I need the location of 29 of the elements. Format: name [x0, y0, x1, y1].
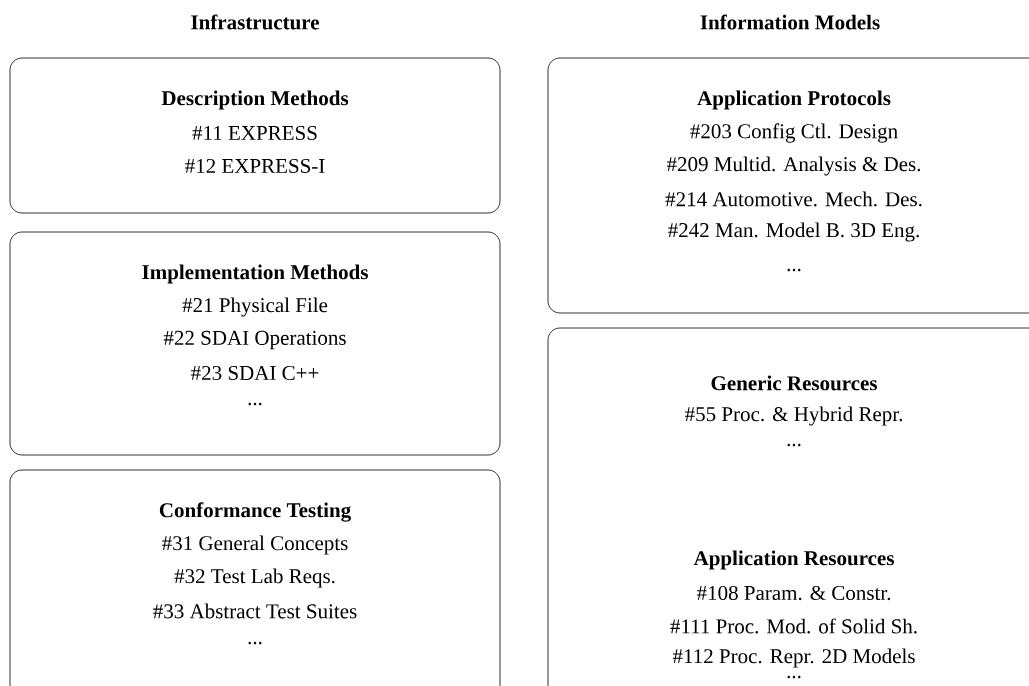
list-item: #112 Proc. Repr. 2D Models — [672, 648, 915, 668]
list-item: #22 SDAI Operations — [163, 330, 346, 350]
list-item: #209 Multid. Analysis & Des. — [666, 156, 921, 176]
list-item: #21 Physical File — [182, 297, 328, 317]
section-heading: Generic Resources — [711, 375, 877, 391]
list-item: #203 Config Ctl. Design — [690, 123, 898, 143]
list-item: #32 Test Lab Reqs. — [174, 568, 335, 588]
section-heading: Description Methods — [161, 90, 349, 110]
list-item: ... — [248, 641, 262, 645]
list-item: #242 Man. Model B. 3D Eng. — [668, 222, 919, 242]
list-item: #31 General Concepts — [162, 535, 348, 555]
list-item: ... — [787, 675, 801, 679]
section-heading: Application Resources — [693, 550, 894, 570]
list-item: ... — [787, 268, 801, 272]
list-item: #214 Automotive. Mech. Des. — [665, 191, 922, 207]
section-heading: Implementation Methods — [142, 264, 368, 284]
list-item: #55 Proc. & Hybrid Repr. — [685, 406, 902, 426]
list-item: #23 SDAI C++ — [191, 365, 319, 381]
list-item: #111 Proc. Mod. of Solid Sh. — [670, 618, 917, 634]
column-heading: Information Models — [700, 14, 880, 30]
column-heading: Infrastructure — [191, 14, 319, 30]
section-heading: Application Protocols — [697, 90, 891, 110]
list-item: #33 Abstract Test Suites — [153, 603, 357, 619]
list-item: ... — [248, 402, 262, 406]
list-item: #12 EXPRESS-I — [185, 158, 325, 174]
section-heading: Conformance Testing — [159, 502, 351, 522]
list-item: ... — [787, 443, 801, 447]
list-item: #108 Param. & Constr. — [696, 585, 891, 601]
list-item: #11 EXPRESS — [192, 125, 317, 141]
